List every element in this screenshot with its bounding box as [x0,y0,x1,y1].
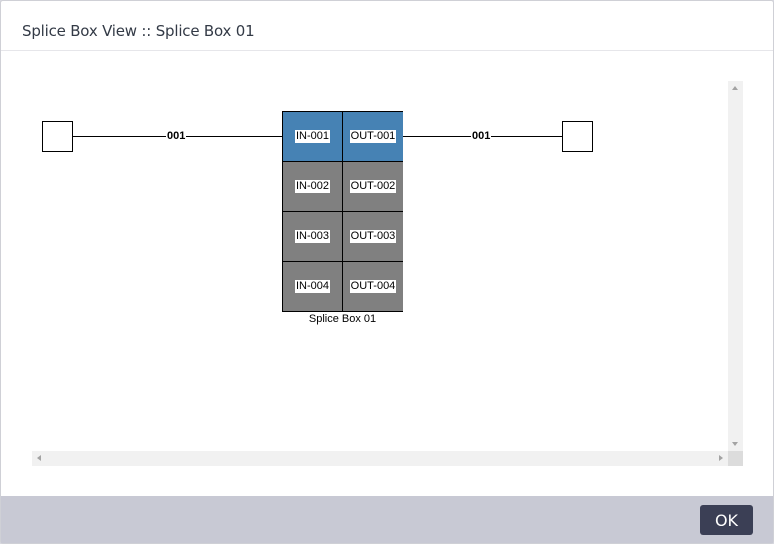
port-label: IN-004 [294,280,331,293]
scroll-up-icon[interactable] [732,86,738,90]
dialog-header: Splice Box View :: Splice Box 01 [1,1,773,51]
port-label: IN-001 [294,130,331,143]
vertical-scrollbar[interactable] [728,81,743,451]
ok-button[interactable]: OK [700,505,753,535]
port-label: OUT-002 [349,180,397,193]
diagram-canvas[interactable]: 001 IN-001 OUT-001 IN-002 OUT-002 IN-003… [32,81,728,451]
horizontal-scrollbar[interactable] [32,451,728,466]
scroll-right-icon[interactable] [719,455,723,461]
port-out-003[interactable]: OUT-003 [343,212,403,261]
port-label: OUT-001 [349,130,397,143]
port-label: OUT-004 [349,280,397,293]
right-endpoint-node[interactable] [562,121,593,152]
splice-box: IN-001 OUT-001 IN-002 OUT-002 IN-003 OUT… [282,111,403,312]
port-in-003[interactable]: IN-003 [283,212,342,261]
dialog-footer: OK [1,496,773,543]
port-in-001[interactable]: IN-001 [283,112,342,161]
splice-box-caption: Splice Box 01 [308,313,377,325]
port-in-002[interactable]: IN-002 [283,162,342,211]
port-out-004[interactable]: OUT-004 [343,262,403,311]
left-endpoint-node[interactable] [42,121,73,152]
left-fiber-label: 001 [166,130,187,142]
scroll-down-icon[interactable] [732,442,738,446]
port-label: OUT-003 [349,230,397,243]
scroll-corner [728,451,743,466]
port-in-004[interactable]: IN-004 [283,262,342,311]
port-out-002[interactable]: OUT-002 [343,162,403,211]
port-label: IN-003 [294,230,331,243]
right-fiber-label: 001 [471,130,492,142]
scroll-left-icon[interactable] [37,455,41,461]
port-out-001[interactable]: OUT-001 [343,112,403,161]
dialog-title: Splice Box View :: Splice Box 01 [22,22,255,40]
port-label: IN-002 [294,180,331,193]
